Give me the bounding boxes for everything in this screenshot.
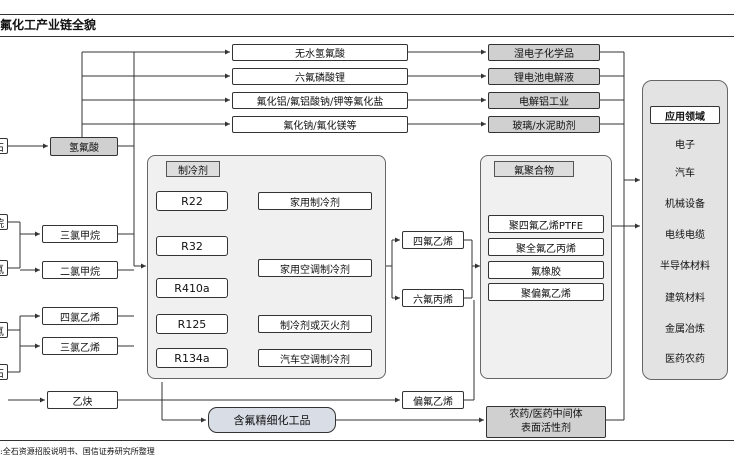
use-home-ac-refrigerant: 家用空调制冷剂 bbox=[258, 259, 372, 277]
use-wet-electronic: 湿电子化学品 bbox=[488, 44, 600, 61]
monomer-tfe: 四氟乙烯 bbox=[402, 231, 464, 249]
refrigerant-label: 制冷剂 bbox=[166, 161, 220, 177]
application-wire-cable: 电线电缆 bbox=[665, 230, 705, 241]
polymer-label: 氟聚合物 bbox=[494, 161, 574, 177]
refrigerant-r125: R125 bbox=[156, 314, 228, 334]
input-left-2: 烷 bbox=[0, 214, 8, 230]
application-electronics: 电子 bbox=[675, 140, 695, 151]
input-left-3: 氯 bbox=[0, 260, 8, 276]
product-fluoride-salts: 氟化铝/氟铝酸钠/钾等氟化盐 bbox=[232, 92, 408, 109]
page-title: 氟化工产业链全貌 bbox=[0, 18, 97, 32]
fine-chemicals-node: 含氟精细化工品 bbox=[208, 407, 336, 433]
use-pharma-intermediate: 农药/医药中间体 bbox=[509, 409, 583, 420]
application-semiconductor: 半导体材料 bbox=[660, 261, 710, 272]
application-pharma-agro: 医药农药 bbox=[665, 354, 705, 365]
use-aluminum: 电解铝工业 bbox=[488, 92, 600, 109]
input-trichloroethylene: 三氯乙烯 bbox=[42, 337, 118, 355]
product-anhydrous-hf: 无水氢氟酸 bbox=[232, 44, 408, 61]
application-machinery: 机械设备 bbox=[665, 199, 705, 210]
input-chloroform: 三氯甲烷 bbox=[42, 225, 118, 243]
use-refrigerant-extinguisher: 制冷剂或灭火剂 bbox=[258, 315, 372, 333]
input-acetylene: 乙炔 bbox=[47, 391, 118, 409]
product-naf-mgf2: 氟化钠/氟化镁等 bbox=[232, 116, 408, 133]
bottom-rule bbox=[0, 440, 734, 441]
refrigerant-r410a: R410a bbox=[156, 278, 228, 298]
monomer-hfp: 六氟丙烯 bbox=[402, 289, 464, 307]
input-left-4: 氯 bbox=[0, 322, 8, 338]
top-rule bbox=[0, 14, 734, 15]
application-construction: 建筑材料 bbox=[665, 293, 705, 304]
refrigerant-r134a: R134a bbox=[156, 348, 228, 368]
polymer-pvdf: 聚偏氟乙烯 bbox=[488, 283, 604, 301]
polymer-fkm: 氟橡胶 bbox=[488, 261, 604, 279]
use-battery-electrolyte: 锂电池电解液 bbox=[488, 68, 600, 85]
applications-panel bbox=[642, 80, 728, 380]
use-pharma-surfactant: 农药/医药中间体 表面活性剂 bbox=[486, 406, 606, 438]
application-automotive: 汽车 bbox=[675, 168, 695, 179]
source-note: :全石资源招股说明书、国信证券研究所整理 bbox=[0, 447, 155, 456]
application-metallurgy: 金属冶炼 bbox=[665, 324, 705, 335]
input-dichloromethane: 二氯甲烷 bbox=[42, 261, 118, 279]
polymer-ptfe: 聚四氟乙烯PTFE bbox=[488, 215, 604, 233]
use-home-refrigerant: 家用制冷剂 bbox=[258, 192, 372, 210]
applications-label: 应用领域 bbox=[650, 106, 720, 124]
refrigerant-r32: R32 bbox=[156, 236, 228, 256]
product-lipf6: 六氟磷酸锂 bbox=[232, 68, 408, 85]
hydrofluoric-acid-node: 氢氟酸 bbox=[50, 137, 118, 156]
use-surfactant: 表面活性剂 bbox=[521, 423, 571, 434]
polymer-fep: 聚全氟乙丙烯 bbox=[488, 238, 604, 256]
input-left-5: 石 bbox=[0, 364, 8, 380]
use-glass-cement: 玻璃/水泥助剂 bbox=[488, 116, 600, 133]
monomer-vdf: 偏氟乙烯 bbox=[402, 391, 464, 409]
refrigerant-r22: R22 bbox=[156, 191, 228, 211]
title-rule bbox=[0, 36, 734, 37]
use-car-ac-refrigerant: 汽车空调制冷剂 bbox=[258, 349, 372, 367]
input-perchloroethylene: 四氯乙烯 bbox=[42, 307, 118, 325]
input-left-1: 石 bbox=[0, 138, 8, 154]
